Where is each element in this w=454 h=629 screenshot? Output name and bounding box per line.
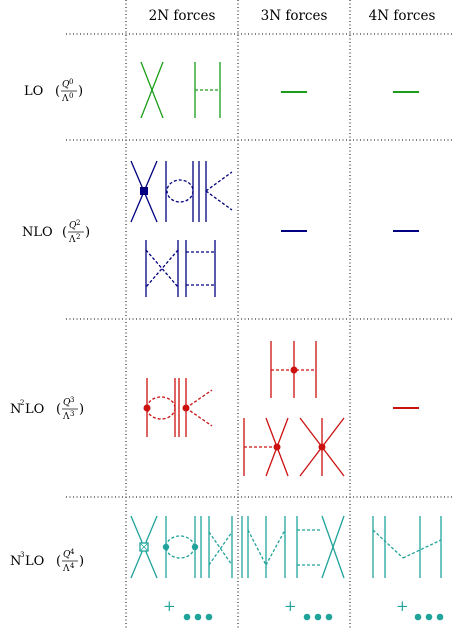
n3lo-2n-loop-diagram	[162, 516, 199, 578]
l-exp-n2lo: 3	[70, 410, 74, 418]
q-exp-nlo: 2	[76, 219, 80, 227]
nlo-2n-crossed-box-diagram	[145, 240, 179, 297]
q-exp-lo: 0	[69, 78, 73, 86]
order-sup-n3lo: 3	[20, 551, 24, 559]
n3lo-3n-diagrams	[241, 515, 345, 579]
lambda-symbol-nlo: Λ	[68, 235, 76, 245]
n3lo-4n-diagrams	[372, 516, 442, 578]
q-symbol-nlo: Q	[69, 221, 77, 231]
row-label-n3lo: N 3 LO ( Q 4 Λ 4 )	[10, 548, 84, 574]
q-symbol-lo: Q	[62, 80, 70, 90]
row-label-nlo: NLO ( Q 2 Λ 2 )	[22, 219, 90, 245]
n2lo-2n-box-loop-diagram	[143, 378, 176, 437]
plus-sign-3n: +	[284, 597, 297, 615]
nlo-2n-planar-box-diagram	[185, 240, 216, 297]
lo-2n-one-pion-exchange-diagram	[194, 62, 221, 118]
n2lo-3n-contact-diagram	[299, 417, 345, 477]
n3lo-2n-crossed-diagrams	[200, 516, 233, 578]
paren-open-n3lo: (	[56, 554, 61, 569]
paren-open-lo: (	[55, 84, 60, 99]
paren-close-n2lo: )	[79, 402, 84, 417]
paren-open-n2lo: (	[56, 402, 61, 417]
l-exp-nlo: 2	[76, 233, 80, 241]
lambda-symbol-n2lo: Λ	[62, 412, 70, 422]
lambda-symbol-n3lo: Λ	[62, 564, 70, 574]
lo-diagrams	[140, 61, 419, 119]
n3lo-3n-more-indicator: +	[284, 597, 333, 621]
n3lo-diagrams: + + +	[130, 515, 444, 621]
plus-sign-4n: +	[396, 597, 409, 615]
lo-2n-contact-diagram	[140, 61, 164, 119]
header-2n-forces: 2N forces	[149, 8, 216, 24]
lambda-symbol-lo: Λ	[61, 94, 69, 104]
nlo-2n-triangle-diagram	[198, 161, 233, 222]
n2lo-diagrams	[143, 341, 419, 477]
order-name-lo: LO	[24, 84, 43, 99]
n3lo-4n-more-indicator: +	[396, 597, 444, 621]
order-name-nlo: NLO	[22, 225, 53, 240]
paren-close-lo: )	[78, 84, 83, 99]
order-name-n3lo: LO	[25, 554, 44, 569]
nlo-2n-contact-diagram	[130, 160, 158, 223]
nlo-diagrams	[130, 160, 419, 297]
q-symbol-n3lo: Q	[63, 550, 71, 560]
q-exp-n3lo: 4	[70, 548, 75, 556]
row-label-lo: LO ( Q 0 Λ 0 )	[24, 78, 83, 104]
nlo-2n-box-loop-diagram	[165, 161, 194, 222]
q-symbol-n2lo: Q	[63, 398, 71, 408]
order-name-n2lo: LO	[25, 402, 44, 417]
n2lo-3n-one-pion-contact-diagram	[243, 417, 289, 477]
q-exp-n2lo: 3	[70, 396, 74, 404]
header-4n-forces: 4N forces	[369, 8, 436, 24]
paren-close-nlo: )	[85, 225, 90, 240]
row-label-n2lo: N 2 LO ( Q 3 Λ 3 )	[10, 396, 84, 422]
order-sup-n2lo: 2	[20, 399, 24, 407]
plus-sign-2n: +	[163, 597, 176, 615]
order-prefix-n3lo: N	[10, 554, 21, 569]
l-exp-n3lo: 4	[70, 562, 75, 570]
order-prefix-n2lo: N	[10, 402, 21, 417]
l-exp-lo: 0	[69, 92, 73, 100]
n2lo-2n-triangle-diagram	[178, 378, 213, 437]
n3lo-2n-contact-diagram	[130, 515, 158, 579]
paren-close-n3lo: )	[79, 554, 84, 569]
paren-open-nlo: (	[62, 225, 67, 240]
n2lo-3n-two-pion-exchange-diagram	[270, 341, 317, 398]
table-grid	[66, 0, 454, 629]
n3lo-2n-more-indicator: +	[163, 597, 213, 621]
header-3n-forces: 3N forces	[261, 8, 328, 24]
